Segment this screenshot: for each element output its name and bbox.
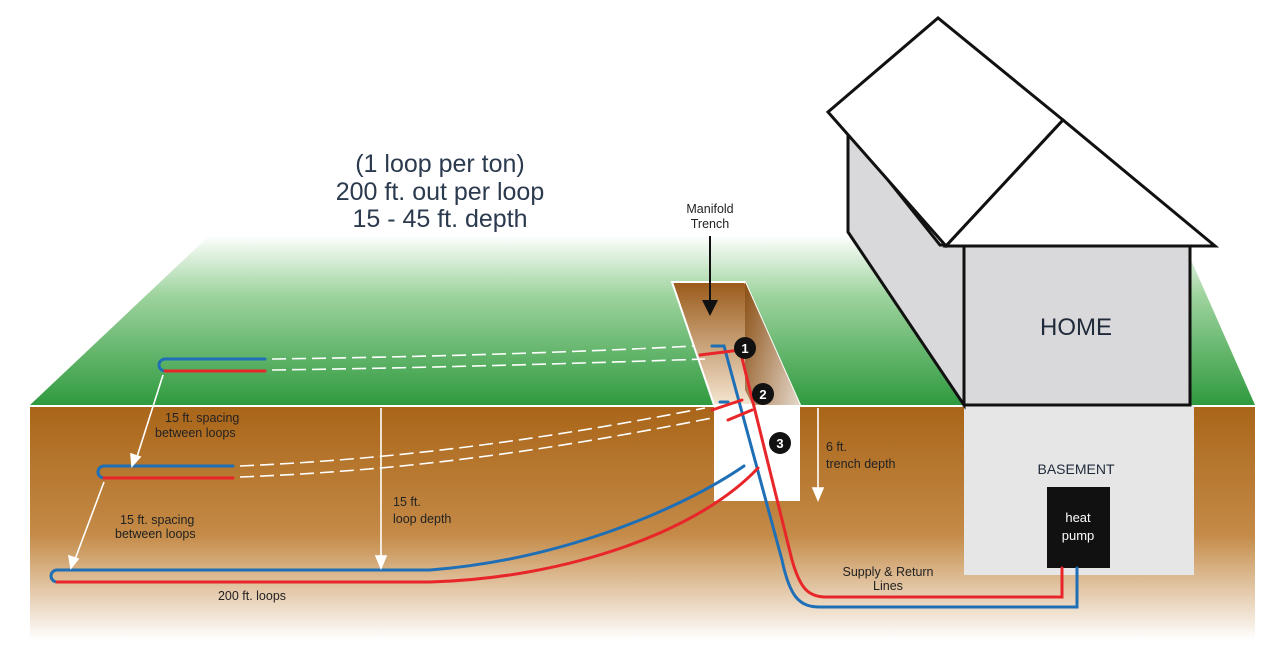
- heat-pump-box: [1047, 487, 1110, 568]
- trench-depth-label-line2: trench depth: [826, 457, 896, 471]
- header-line-3: 15 - 45 ft. depth: [352, 205, 527, 233]
- supply-label-line2: Lines: [873, 579, 903, 593]
- loop-depth-label-line2: loop depth: [393, 512, 451, 526]
- basement-label: BASEMENT: [1037, 461, 1114, 477]
- heat-pump-label-line2: pump: [1062, 528, 1095, 543]
- marker-3-label: 3: [776, 436, 783, 451]
- header-line-1: (1 loop per ton): [355, 150, 525, 178]
- marker-1-label: 1: [741, 341, 748, 356]
- dashed-loop-paths: [239, 345, 713, 478]
- spacing-label-2-line1: 15 ft. spacing: [120, 513, 194, 527]
- house: HOME BASEMENT heat pump: [825, 16, 1220, 575]
- marker-2: [752, 383, 774, 405]
- manifold-markers: 1 2 3: [734, 337, 791, 454]
- supply-lines: [55, 348, 1064, 599]
- house-front-wall: [962, 243, 1192, 407]
- marker-3: [769, 432, 791, 454]
- marker-2-label: 2: [759, 387, 766, 402]
- spacing-label-1-line1: 15 ft. spacing: [165, 411, 239, 425]
- dimension-arrows: [67, 374, 825, 571]
- loops-label: 200 ft. loops: [218, 589, 286, 603]
- supply-label-line1: Supply & Return: [842, 565, 933, 579]
- spacing-label-2-line2: between loops: [115, 527, 196, 541]
- roof-front: [942, 117, 1220, 248]
- home-label: HOME: [1040, 314, 1112, 341]
- loop-depth-label-line1: 15 ft.: [393, 495, 421, 509]
- trench-depth-label-line1: 6 ft.: [826, 440, 847, 454]
- heat-pump-label-line1: heat: [1065, 510, 1091, 525]
- spacing-label-1-line2: between loops: [155, 426, 236, 440]
- manifold-label-line1: Manifold: [686, 202, 733, 216]
- manifold-label-line2: Trench: [691, 217, 729, 231]
- return-lines: [49, 344, 1079, 609]
- header-line-2: 200 ft. out per loop: [336, 178, 544, 206]
- manifold-pointer-arrow: [702, 236, 718, 316]
- marker-1: [734, 337, 756, 359]
